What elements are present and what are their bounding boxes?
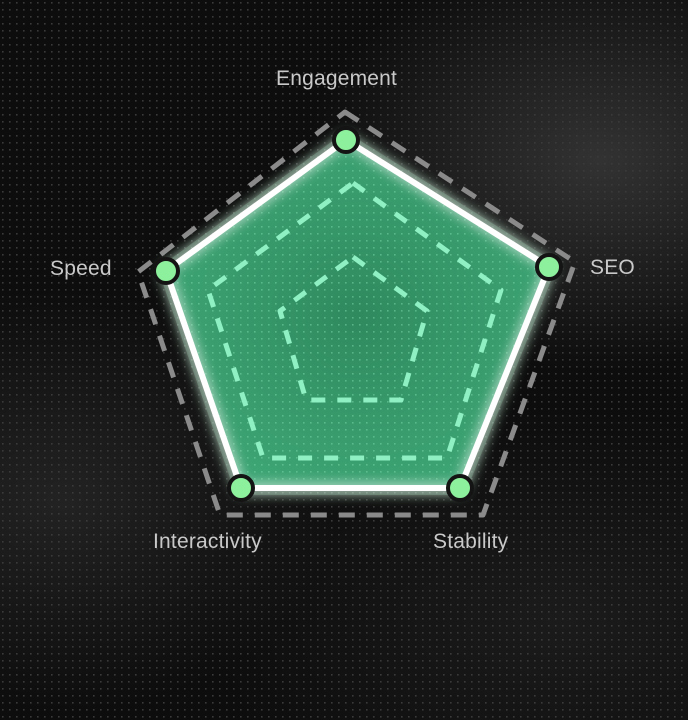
grid-ring-outer xyxy=(135,109,578,518)
data-point-stability[interactable] xyxy=(446,474,474,502)
axis-label-stability: Stability xyxy=(433,530,509,553)
data-point-engagement[interactable] xyxy=(332,126,360,154)
axis-label-engagement: Engagement xyxy=(276,67,398,90)
data-point-speed[interactable] xyxy=(152,257,180,285)
axis-label-speed: Speed xyxy=(50,257,112,280)
axis-label-interactivity: Interactivity xyxy=(153,530,262,553)
data-point-seo[interactable] xyxy=(535,253,563,281)
data-point-interactivity[interactable] xyxy=(227,474,255,502)
data-outline xyxy=(163,137,552,491)
axis-label-seo: SEO xyxy=(590,256,635,279)
grid-ring-middle xyxy=(205,180,504,461)
